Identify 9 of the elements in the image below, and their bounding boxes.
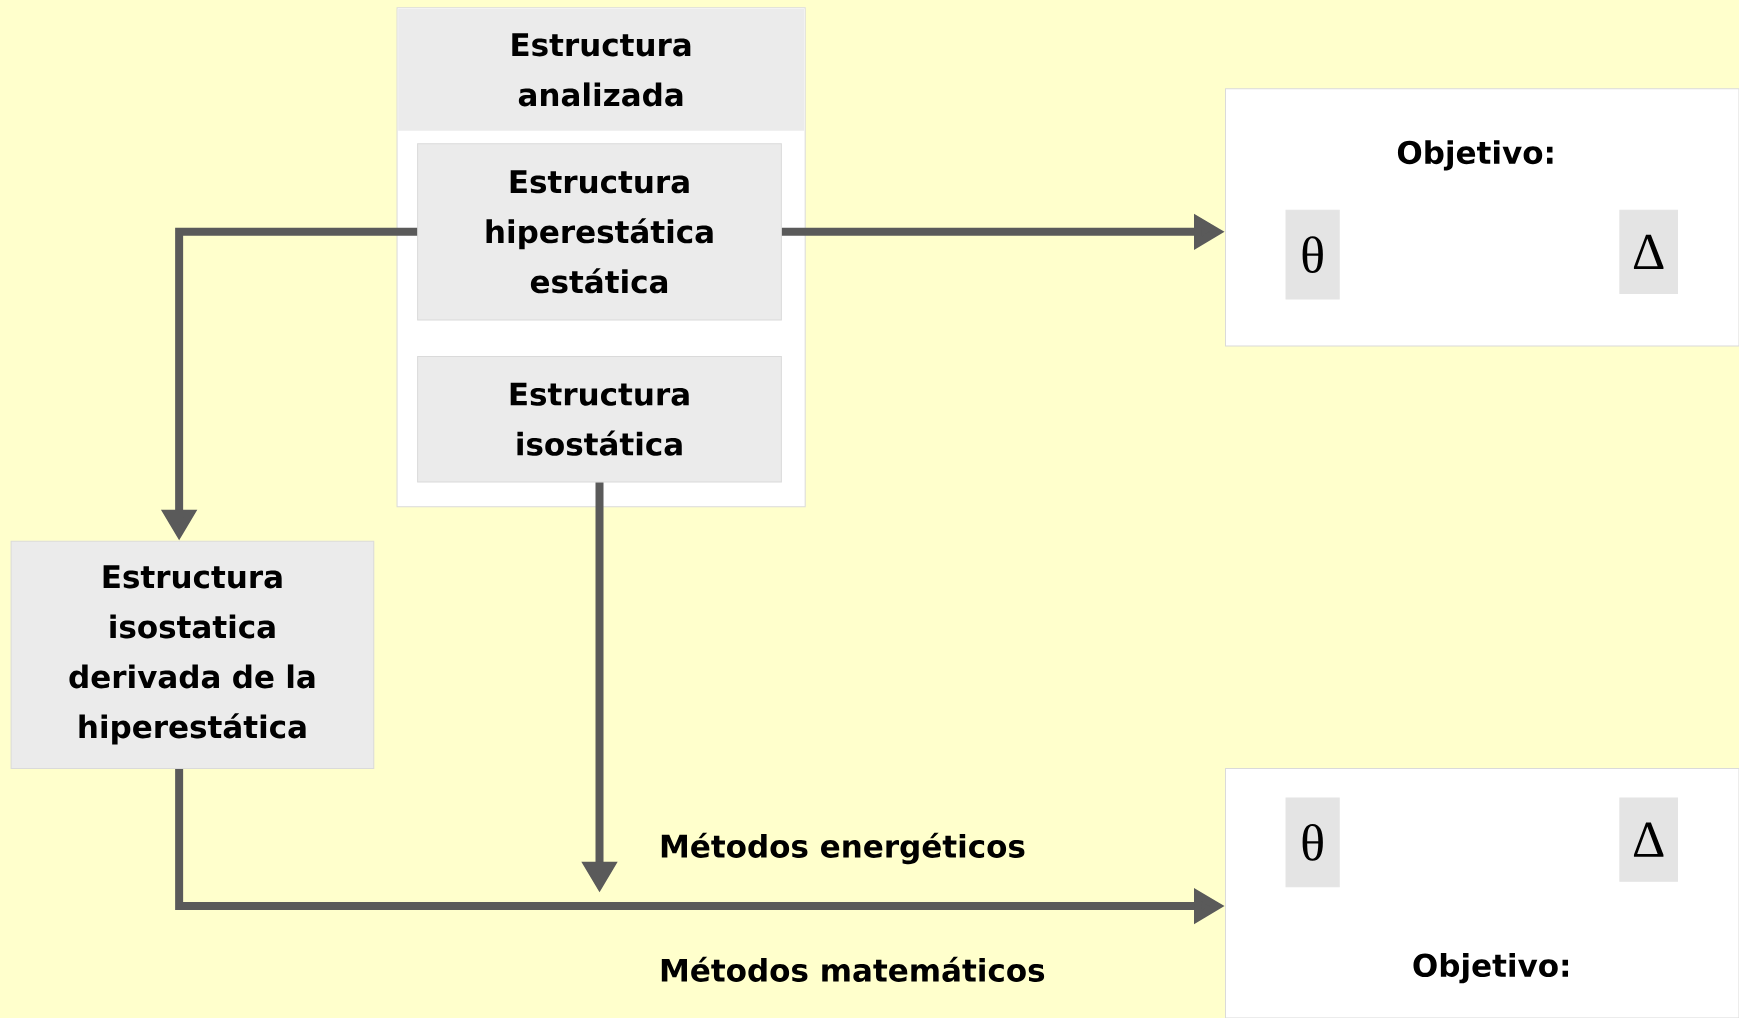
process-box: Estructura isostatica derivada de la hiperestática — [10, 540, 375, 769]
process-box: Estructura isostática — [417, 356, 782, 483]
symbol-box: Δ — [1619, 209, 1678, 294]
process-box: Estructura hiperestática estática — [417, 143, 782, 321]
symbol-box: θ — [1285, 209, 1340, 300]
method-label: Métodos energéticos — [661, 832, 1025, 865]
method-label: Métodos matemáticos — [661, 956, 1045, 982]
symbol-box: θ — [1285, 797, 1340, 888]
symbol-box: Δ — [1619, 797, 1678, 882]
